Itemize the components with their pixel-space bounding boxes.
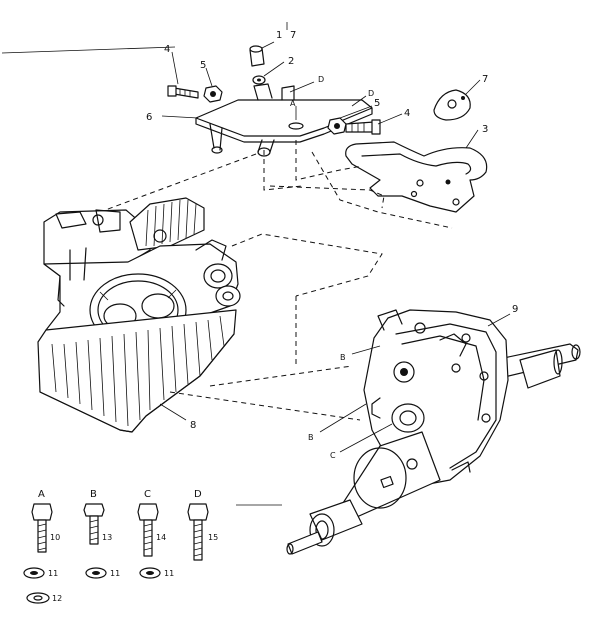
dash-housing-low xyxy=(169,391,361,421)
label-part-5a: 5 xyxy=(200,60,206,71)
dash-housing-top xyxy=(231,233,383,297)
dash-plate-right xyxy=(311,151,453,229)
bolt-a xyxy=(31,503,53,553)
dash-housing-mid xyxy=(209,365,353,387)
lock-washer-11c xyxy=(139,567,161,579)
leader-b1 xyxy=(351,345,381,355)
leader-d1 xyxy=(289,81,315,93)
stray-line xyxy=(1,46,176,54)
label-part-7a: 7 xyxy=(290,30,296,41)
dash-bracket-down xyxy=(263,150,303,191)
label-part-5b: 5 xyxy=(374,98,380,109)
label-part-6: 6 xyxy=(146,112,152,123)
leader-1 xyxy=(261,41,275,49)
bolt-4-left xyxy=(167,85,199,99)
leader-5a xyxy=(205,67,213,87)
leader-2 xyxy=(263,61,285,77)
leader-4b xyxy=(377,113,403,125)
leader-d2 xyxy=(351,95,367,107)
label-ref-d-upper: D xyxy=(318,75,324,84)
housing-8 xyxy=(37,197,241,433)
bolt-4-right xyxy=(345,119,381,135)
label-bolt-d: D xyxy=(194,489,202,500)
label-part-10: 10 xyxy=(50,533,60,542)
label-ref-d-right: D xyxy=(368,89,374,98)
label-part-3: 3 xyxy=(482,124,488,135)
label-ref-b-upper: B xyxy=(340,353,346,362)
washer-2 xyxy=(252,75,266,85)
pin-1 xyxy=(249,45,265,67)
dash-plate-lower xyxy=(269,185,385,209)
label-part-11c: 11 xyxy=(164,569,174,578)
label-part-4b: 4 xyxy=(404,108,410,119)
bolt-d xyxy=(187,503,209,561)
label-part-12: 12 xyxy=(52,594,62,603)
leader-7b xyxy=(465,79,481,95)
cam-plate-7 xyxy=(433,89,471,121)
bracket-plate xyxy=(195,83,373,157)
label-part-11b: 11 xyxy=(110,569,120,578)
shift-plate-3 xyxy=(345,141,488,213)
lock-washer-11b xyxy=(85,567,107,579)
label-bolt-c: C xyxy=(144,489,151,500)
bolt-c xyxy=(137,503,159,557)
dash-bracket-engine xyxy=(99,153,257,213)
lock-washer-11a xyxy=(23,567,45,579)
leader-5b xyxy=(339,105,373,119)
label-part-1: 1 xyxy=(276,30,282,41)
leader-6 xyxy=(161,115,199,119)
leader-c1 xyxy=(339,423,393,453)
leader-9 xyxy=(487,313,511,327)
label-bolt-a: A xyxy=(38,489,45,500)
label-ref-b-lower: B xyxy=(308,433,314,442)
dash-bracket-plate xyxy=(295,140,363,181)
label-part-15: 15 xyxy=(208,533,218,542)
label-part-9: 9 xyxy=(512,304,518,315)
label-part-7b: 7 xyxy=(482,74,488,85)
label-part-11a: 11 xyxy=(48,569,58,578)
label-ref-a-bracket: A xyxy=(290,99,296,108)
label-part-2: 2 xyxy=(288,56,294,67)
bolt-b xyxy=(83,503,105,545)
label-ref-c: C xyxy=(330,451,336,460)
leader-8 xyxy=(159,403,187,421)
label-bolt-b: B xyxy=(90,489,97,500)
leader-b2 xyxy=(319,403,367,433)
label-part-4a: 4 xyxy=(164,44,170,55)
label-part-8: 8 xyxy=(190,420,196,431)
leader-3 xyxy=(465,129,479,149)
nut-5-left xyxy=(203,85,223,103)
transaxle-9 xyxy=(286,309,581,555)
label-part-13: 13 xyxy=(102,533,112,542)
flat-washer-12 xyxy=(26,592,50,604)
label-part-14: 14 xyxy=(156,533,166,542)
leader-4a xyxy=(171,51,179,85)
